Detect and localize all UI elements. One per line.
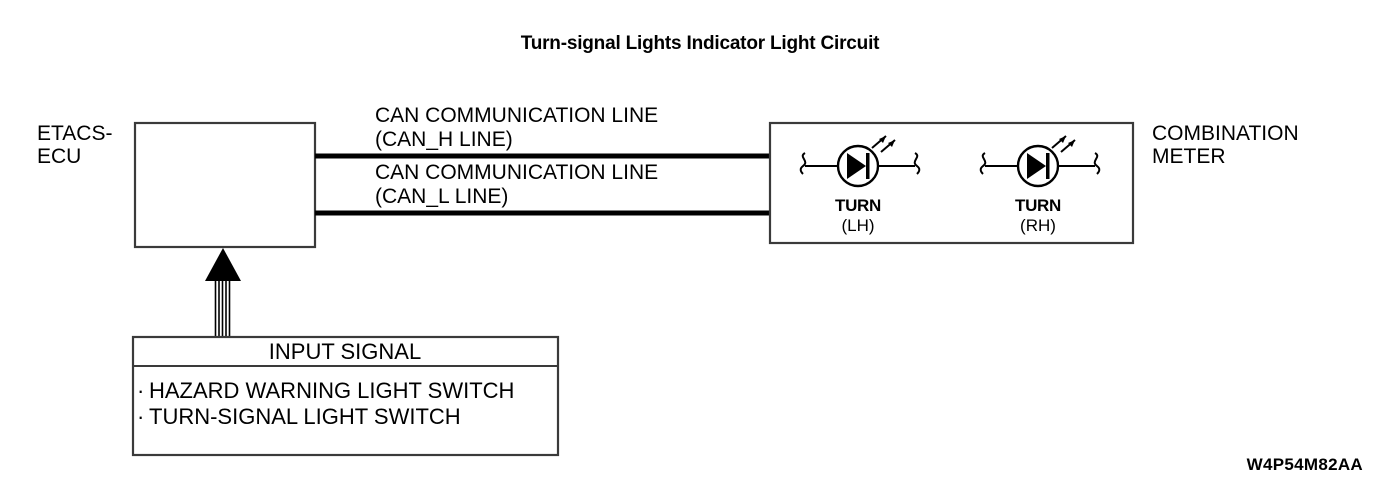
- turn-rh-indicator: TURN (RH): [979, 135, 1101, 235]
- ecu-label-line2: ECU: [37, 145, 81, 168]
- can-h-label-line2: (CAN_H LINE): [375, 128, 513, 151]
- turn-rh-name: TURN: [1015, 196, 1061, 215]
- wire-break-icon: [913, 152, 921, 175]
- ecu-label-line1: ETACS-: [37, 122, 112, 145]
- input-signal-bullet-0: ·: [137, 378, 144, 403]
- turn-lh-name: TURN: [835, 196, 881, 215]
- can-h-label-line1: CAN COMMUNICATION LINE: [375, 104, 658, 127]
- turn-lh-indicator: TURN (LH): [799, 135, 921, 235]
- input-signal-item-0: HAZARD WARNING LIGHT SWITCH: [149, 378, 514, 403]
- wire-break-icon: [799, 152, 807, 175]
- combination-meter-label-line2: METER: [1152, 145, 1226, 168]
- led-cathode-bar-icon: [866, 153, 870, 179]
- arrow-head-icon: [205, 248, 241, 281]
- figure-code: W4P54M82AA: [1247, 455, 1363, 474]
- page-title: Turn-signal Lights Indicator Light Circu…: [521, 33, 880, 54]
- led-anode-triangle-icon: [1027, 153, 1046, 179]
- wire-break-icon: [1093, 152, 1101, 175]
- led-anode-triangle-icon: [847, 153, 866, 179]
- input-signal-header: INPUT SIGNAL: [269, 339, 421, 364]
- input-signal-item-1: TURN-SIGNAL LIGHT SWITCH: [149, 404, 461, 429]
- input-signal-bullet-1: ·: [137, 404, 144, 429]
- etacs-ecu-box: [133, 121, 317, 249]
- input-signal-arrow: [205, 248, 241, 337]
- combination-meter-box: [768, 121, 1135, 245]
- combination-meter-label-line1: COMBINATION: [1152, 122, 1299, 145]
- led-emission-arrows-icon: [1051, 135, 1076, 153]
- wire-break-icon: [979, 152, 987, 175]
- can-l-label-line1: CAN COMMUNICATION LINE: [375, 161, 658, 184]
- can-l-label-line2: (CAN_L LINE): [375, 185, 508, 208]
- input-signal-box: [131, 335, 560, 457]
- led-cathode-bar-icon: [1046, 153, 1050, 179]
- led-emission-arrows-icon: [871, 135, 896, 153]
- turn-lh-side: (LH): [841, 216, 874, 235]
- turn-rh-side: (RH): [1020, 216, 1056, 235]
